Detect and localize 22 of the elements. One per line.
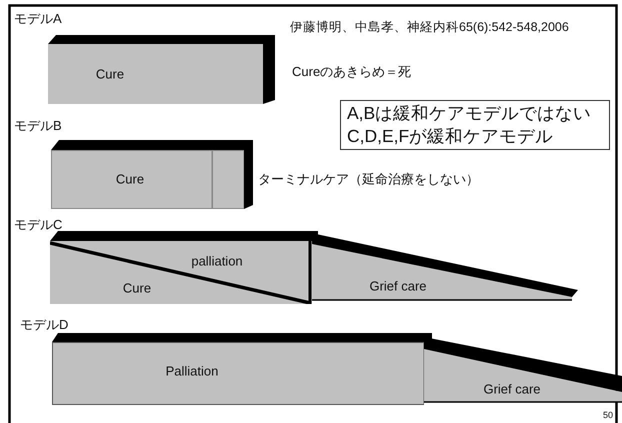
note-box (340, 100, 610, 150)
stage-label: Cure (122, 280, 152, 296)
model-label: モデルA (14, 11, 62, 26)
model-label: モデルD (20, 317, 68, 332)
stage-label: Palliation (166, 364, 218, 378)
cure-block (48, 44, 263, 104)
model-label: モデルB (14, 118, 62, 133)
stage-label: Cure (116, 172, 144, 186)
stage-label: palliation (191, 254, 243, 268)
model-label: モデルC (14, 217, 62, 232)
citation-text: 伊藤博明、中島孝、神経内科65(6):542-548,2006 (290, 20, 569, 35)
stage-label: Cure (96, 66, 124, 82)
page-number: 50 (603, 409, 614, 422)
note-text: A,Bは緩和ケアモデルではない (347, 103, 592, 124)
stage-label: Grief care (483, 382, 541, 396)
note-text: Cureのあきらめ＝死 (292, 64, 412, 79)
stage-caption: ターミナルケア（延命治療をしない） (258, 172, 479, 186)
split-block (50, 241, 312, 304)
grief-care-area (312, 234, 578, 301)
grief-care-area (424, 337, 622, 403)
note-text: C,D,E,Fが緩和ケアモデル (347, 126, 554, 147)
stage-label: Grief care (369, 278, 427, 294)
